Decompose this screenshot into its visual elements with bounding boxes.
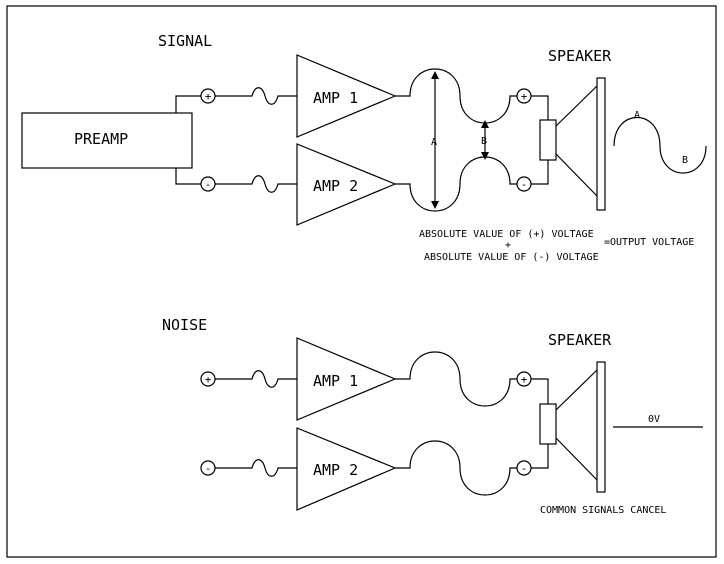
noise-speaker-label: SPEAKER bbox=[548, 331, 612, 349]
noise-title: NOISE bbox=[162, 316, 207, 334]
noise-amp1-output-wave bbox=[395, 351, 517, 407]
noise-minus-terminal-in-label: - bbox=[205, 462, 212, 475]
noise-speaker-wire-bottom bbox=[531, 444, 549, 469]
signal-title: SIGNAL bbox=[158, 32, 212, 50]
arrow-b-head-down bbox=[481, 152, 489, 160]
noise-amp1-input-wire bbox=[215, 370, 297, 388]
signal-plus-terminal-out-label: + bbox=[521, 90, 528, 103]
speaker-output-wave bbox=[613, 116, 707, 174]
preamp-plus-wire bbox=[175, 95, 201, 113]
signal-amp1-label: AMP 1 bbox=[313, 89, 358, 107]
signal-amp2-label: AMP 2 bbox=[313, 177, 358, 195]
signal-amp2-triangle bbox=[296, 143, 397, 226]
preamp-minus-wire bbox=[175, 168, 201, 185]
arrow-a-head-down bbox=[431, 201, 439, 209]
formula-result: =OUTPUT VOLTAGE bbox=[604, 237, 694, 248]
signal-minus-terminal-in-label: - bbox=[205, 178, 212, 191]
signal-speaker-label: SPEAKER bbox=[548, 47, 612, 65]
wave-label-b: B bbox=[682, 155, 688, 166]
signal-amp1-triangle bbox=[296, 54, 397, 138]
signal-amp2-output-wave bbox=[395, 156, 517, 212]
signal-speaker-wire-top bbox=[531, 95, 549, 120]
diagram-border bbox=[6, 5, 717, 558]
noise-amp2-label: AMP 2 bbox=[313, 461, 358, 479]
signal-amp1-input-wire bbox=[215, 87, 297, 105]
arrow-a-head-up bbox=[431, 71, 439, 79]
noise-minus-terminal-out-label: - bbox=[521, 462, 528, 475]
wave-label-a: A bbox=[634, 110, 640, 121]
formula-line-2: ABSOLUTE VALUE OF (-) VOLTAGE bbox=[424, 252, 599, 263]
signal-plus-terminal-in-label: + bbox=[205, 90, 212, 103]
signal-amp1-output-wave bbox=[395, 68, 517, 124]
preamp-label: PREAMP bbox=[74, 130, 128, 148]
noise-plus-terminal-in-label: + bbox=[205, 373, 212, 386]
preamp-box bbox=[21, 112, 193, 169]
noise-caption: COMMON SIGNALS CANCEL bbox=[540, 505, 666, 516]
zero-volt-label: 0V bbox=[648, 414, 660, 425]
formula-line-1: ABSOLUTE VALUE OF (+) VOLTAGE bbox=[419, 229, 594, 240]
signal-speaker-wire-bottom bbox=[531, 160, 549, 185]
label-a: A bbox=[431, 137, 437, 148]
noise-amp1-triangle bbox=[296, 337, 397, 421]
noise-plus-terminal-out-label: + bbox=[521, 373, 528, 386]
noise-amp1-label: AMP 1 bbox=[313, 372, 358, 390]
noise-amp2-output-wave bbox=[395, 440, 517, 496]
arrow-b-head-up bbox=[481, 120, 489, 128]
signal-section: SIGNAL PREAMP + - AMP 1 AMP 2 A B bbox=[21, 32, 707, 263]
signal-speaker-icon bbox=[539, 77, 606, 211]
signal-amp2-input-wire bbox=[215, 175, 297, 193]
noise-section: NOISE + - AMP 1 AMP 2 + - SPEAKER bbox=[162, 316, 703, 516]
label-b: B bbox=[481, 136, 487, 147]
signal-minus-terminal-out-label: - bbox=[521, 178, 528, 191]
noise-speaker-wire-top bbox=[531, 378, 549, 404]
noise-amp2-triangle bbox=[296, 427, 397, 511]
noise-amp2-input-wire bbox=[215, 459, 297, 477]
noise-speaker-icon bbox=[539, 361, 606, 493]
formula-plus: + bbox=[505, 240, 511, 251]
